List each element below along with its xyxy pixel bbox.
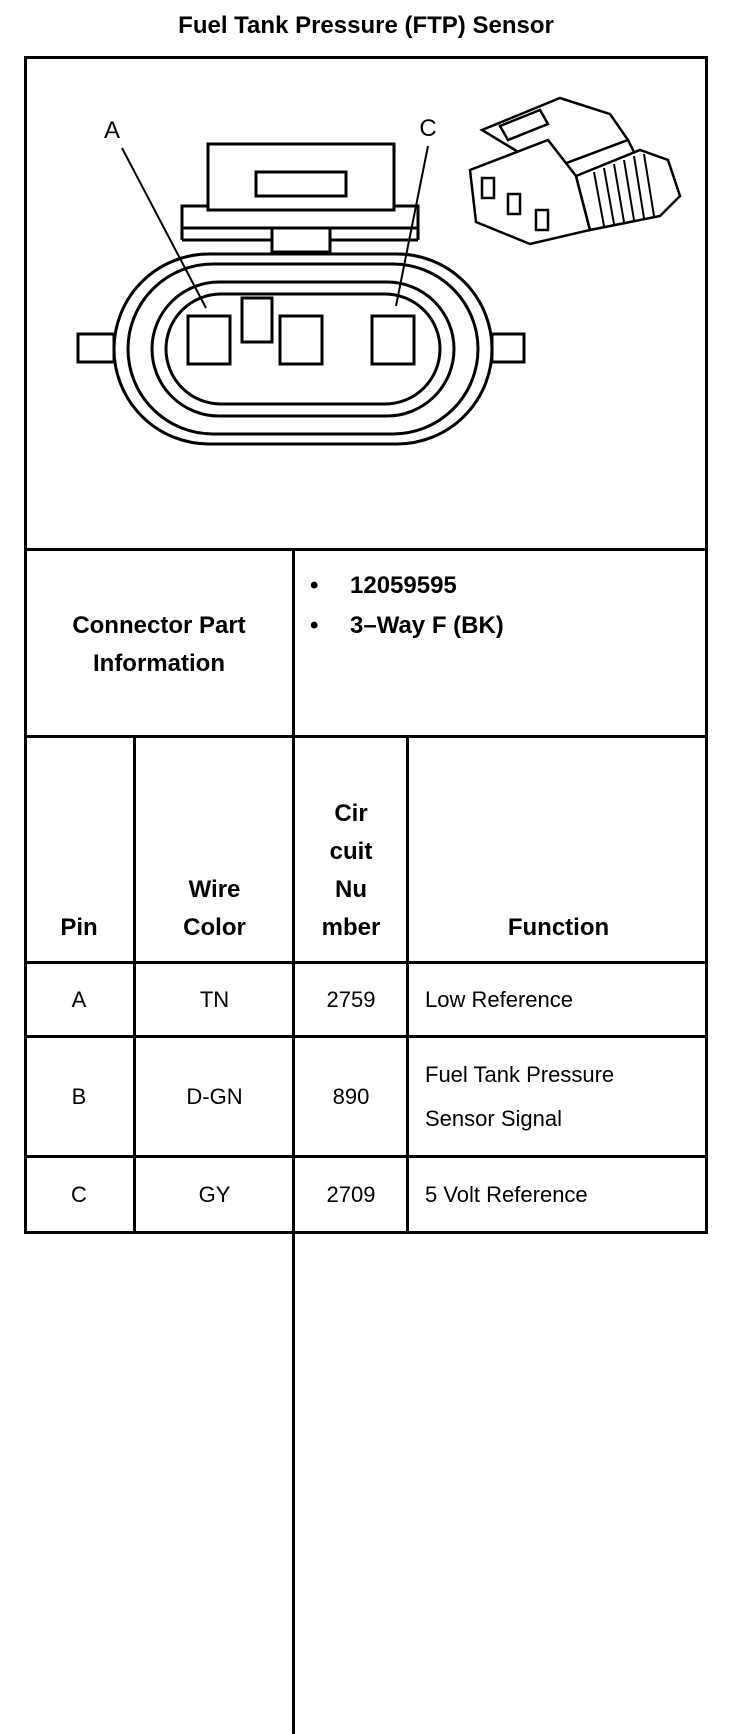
table-row-a-pin: A bbox=[71, 986, 87, 1012]
table-row-a-circuit: 2759 bbox=[326, 986, 376, 1012]
bullet: • bbox=[310, 572, 319, 599]
connector-diagram: A C bbox=[76, 96, 682, 446]
header-function: Function bbox=[507, 914, 610, 941]
callout-a-label: A bbox=[104, 117, 120, 144]
right-ear bbox=[490, 332, 526, 364]
latch-tab bbox=[270, 226, 332, 254]
list-item: • 12059595 bbox=[310, 566, 504, 606]
cavity-1 bbox=[480, 176, 496, 200]
connector-frame bbox=[24, 56, 708, 1234]
header-pin: Pin bbox=[60, 914, 98, 941]
key-rib bbox=[240, 296, 274, 344]
table-row-b-circuit: 890 bbox=[332, 1083, 370, 1109]
table-row-c-circuit: 2709 bbox=[326, 1182, 376, 1207]
table-row-b-color: D-GN bbox=[186, 1083, 243, 1109]
connector-face bbox=[150, 280, 456, 418]
table-row-c-color: GY bbox=[198, 1182, 231, 1207]
terminal-a bbox=[186, 314, 232, 366]
table-row-a-color: TN bbox=[199, 986, 230, 1012]
header-circuit-number: Cir cuit Nu mber bbox=[321, 800, 381, 941]
table-row-a-function: Low Reference bbox=[425, 986, 573, 1012]
part-number: 12059595 bbox=[350, 572, 457, 599]
terminal-c bbox=[370, 314, 416, 366]
callout-a-leader bbox=[121, 147, 207, 309]
terminal-b bbox=[278, 314, 324, 366]
connector-info-label: Connector Part Information bbox=[24, 553, 294, 737]
connector-3d-illustration bbox=[468, 96, 682, 246]
table-row-c-pin: C bbox=[71, 1182, 87, 1207]
connector-info-label-line1: Connector Part bbox=[72, 612, 246, 639]
cavity-2 bbox=[506, 192, 522, 216]
divider bbox=[24, 1035, 708, 1038]
latch-window bbox=[254, 170, 348, 198]
connector-description: 3–Way F (BK) bbox=[350, 612, 504, 639]
connector-latch-housing bbox=[206, 142, 396, 212]
connector-cavity bbox=[164, 292, 442, 406]
connector-rim bbox=[126, 262, 480, 436]
table-row-b-function: Fuel Tank Pressure Sensor Signal bbox=[425, 1061, 615, 1131]
divider bbox=[24, 1155, 708, 1158]
callout-c-leader bbox=[395, 145, 429, 307]
bullet: • bbox=[310, 612, 319, 639]
connector-info-list: • 12059595 • 3–Way F (BK) bbox=[310, 566, 504, 646]
table-row-b-pin: B bbox=[71, 1083, 87, 1109]
divider bbox=[406, 737, 409, 1234]
divider bbox=[292, 550, 295, 1734]
connector-info-label-line2: Information bbox=[92, 650, 225, 677]
header-wire-color: Wire Color bbox=[183, 876, 246, 941]
divider bbox=[133, 737, 136, 1234]
left-ear bbox=[76, 332, 116, 364]
cavity-3 bbox=[534, 208, 550, 232]
table-row-c-function: 5 Volt Reference bbox=[425, 1182, 588, 1207]
list-item: • 3–Way F (BK) bbox=[310, 606, 504, 646]
divider bbox=[24, 961, 708, 964]
divider bbox=[24, 548, 708, 551]
page-title: Fuel Tank Pressure (FTP) Sensor bbox=[178, 12, 554, 39]
callout-c-label: C bbox=[419, 115, 436, 142]
divider bbox=[24, 735, 708, 738]
